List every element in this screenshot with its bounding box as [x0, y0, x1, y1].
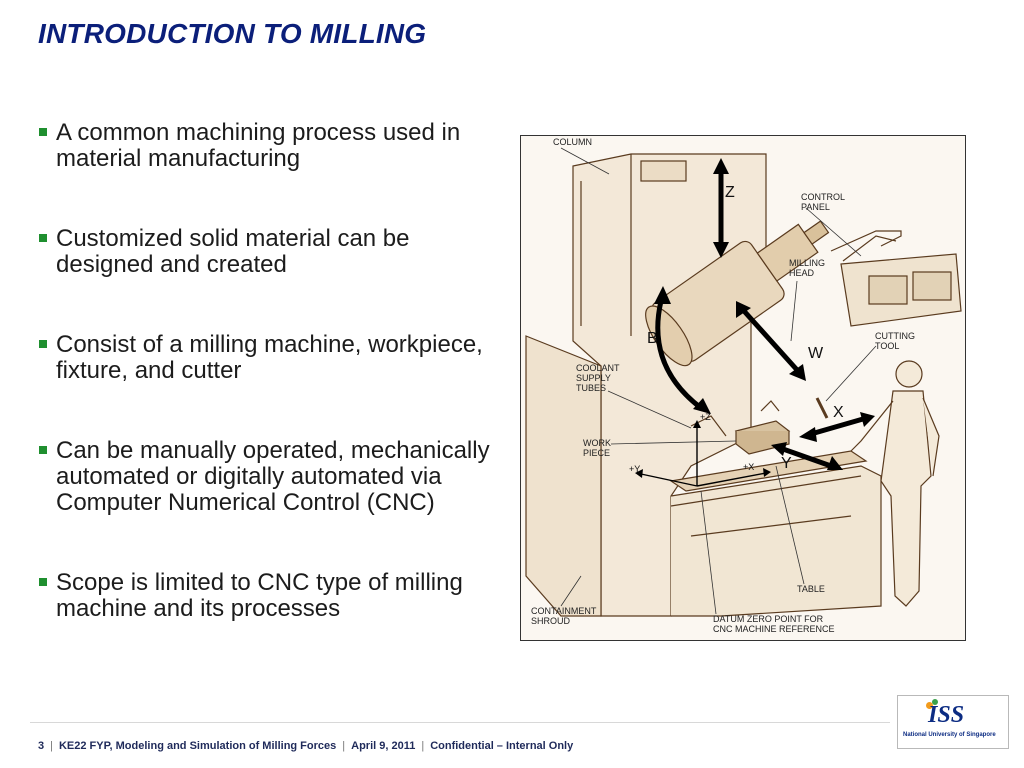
bullet-item: Can be manually operated, mechanically a…	[38, 438, 498, 516]
axis-label-z: Z	[725, 184, 735, 201]
logo-dot-orange-icon	[926, 702, 933, 709]
slide-title: INTRODUCTION TO MILLING	[38, 18, 427, 49]
bullet-text: Can be manually operated, mechanically a…	[56, 437, 490, 516]
logo-mark: ISS	[928, 702, 965, 728]
bullet-item: Customized solid material can be designe…	[38, 226, 498, 278]
footer-confidential: Confidential – Internal Only	[430, 740, 574, 752]
footer-page-number: 3	[38, 740, 45, 752]
label-milling-head: MILLING HEAD	[789, 258, 826, 278]
axis-label-w: W	[808, 345, 824, 362]
milling-machine-figure: COLUMN CONTROL PANEL MILLING HEAD CUTTIN…	[520, 135, 966, 641]
milling-machine-illustration	[525, 147, 962, 617]
label-table: TABLE	[797, 584, 825, 594]
label-coolant-supply-tubes: COOLANT SUPPLY TUBES	[576, 363, 620, 393]
footer-course: KE22 FYP, Modeling and Simulation of Mil…	[58, 740, 337, 752]
label-work-piece: WORK PIECE	[583, 438, 611, 458]
axis-label-plus-z: +Z	[700, 412, 711, 422]
bullet-square-icon	[39, 578, 47, 586]
bullet-text: A common machining process used in mater…	[56, 119, 461, 172]
bullet-text: Consist of a milling machine, workpiece,…	[56, 331, 483, 384]
footer-date: April 9, 2011	[351, 740, 416, 752]
bullet-item: Scope is limited to CNC type of milling …	[38, 570, 498, 622]
bullet-text: Customized solid material can be designe…	[56, 225, 410, 278]
bullet-square-icon	[39, 340, 47, 348]
axis-label-plus-y: +Y	[629, 464, 641, 474]
bullet-square-icon	[39, 446, 47, 454]
axis-label-b: B	[647, 330, 658, 347]
bullet-square-icon	[39, 128, 47, 136]
slide-footer: 3|KE22 FYP, Modeling and Simulation of M…	[38, 740, 574, 752]
label-cutting-tool: CUTTING TOOL	[875, 331, 915, 351]
footer-divider	[30, 722, 890, 723]
label-datum-zero-point: DATUM ZERO POINT FOR CNC MACHINE REFEREN…	[713, 614, 835, 634]
logo-subtitle: National University of Singapore	[903, 732, 996, 738]
axis-label-x: X	[833, 404, 844, 421]
bullet-item: A common machining process used in mater…	[38, 120, 498, 172]
bullet-item: Consist of a milling machine, workpiece,…	[38, 332, 498, 384]
logo-dot-green-icon	[932, 699, 938, 705]
label-column: COLUMN	[553, 137, 593, 147]
bullet-text: Scope is limited to CNC type of milling …	[56, 569, 463, 622]
label-control-panel: CONTROL PANEL	[801, 192, 846, 212]
label-containment-shroud: CONTAINMENT SHROUD	[531, 606, 597, 626]
bullet-list: A common machining process used in mater…	[38, 120, 498, 622]
iss-logo: ISS National University of Singapore	[897, 695, 1009, 749]
axis-label-y: Y	[781, 455, 792, 472]
bullet-square-icon	[39, 234, 47, 242]
axis-label-plus-x: +X	[743, 462, 755, 472]
